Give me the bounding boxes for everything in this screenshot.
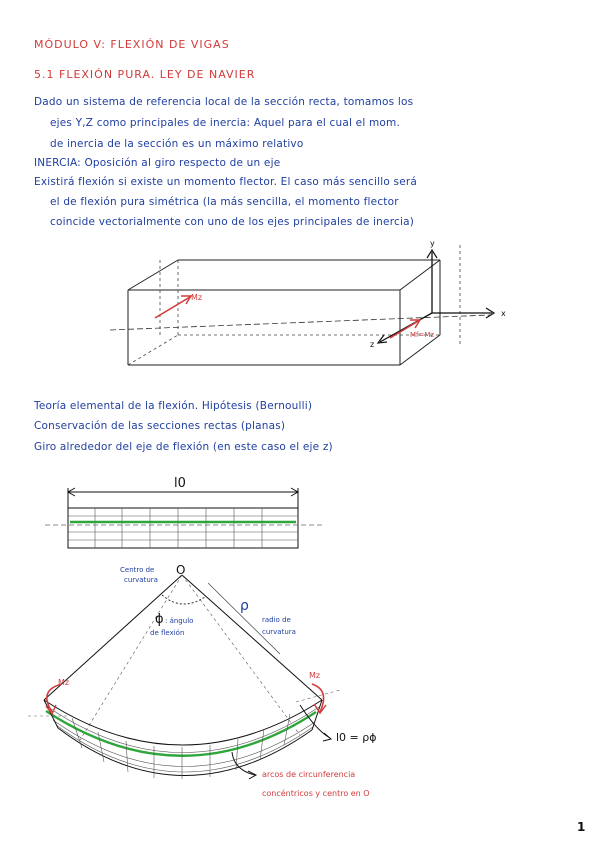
arcs-label-2: concéntricos y centro en O bbox=[262, 789, 370, 798]
angulo-flexion-label-2: de flexión bbox=[150, 629, 185, 637]
mz-curved-right: Mz bbox=[309, 671, 321, 680]
paragraph1-line3: de inercia de la sección es un máximo re… bbox=[50, 138, 304, 150]
paragraph1-line1: Dado un sistema de referencia local de l… bbox=[34, 96, 414, 108]
rho-symbol: ρ bbox=[240, 598, 249, 614]
arcs-label-1: arcos de circunferencia bbox=[262, 770, 356, 779]
phi-symbol: ϕ bbox=[155, 612, 164, 627]
mz-label-left: Mz bbox=[191, 293, 203, 302]
axis-x-label: x bbox=[501, 309, 506, 318]
section-title: 5.1 FLEXIÓN PURA. LEY DE NAVIER bbox=[34, 68, 256, 81]
paragraph3-line3: Giro alrededor del eje de flexión (en es… bbox=[34, 441, 333, 453]
paragraph2-line2: el de flexión pura simétrica (la más sen… bbox=[50, 196, 399, 208]
center-point-O: O bbox=[176, 563, 186, 577]
length-label-l0: l0 bbox=[174, 476, 186, 491]
paragraph3-line1: Teoría elemental de la flexión. Hipótesi… bbox=[34, 400, 313, 412]
paragraph3-line2: Conservación de las secciones rectas (pl… bbox=[34, 420, 286, 432]
arc-length-label: l0 = ρϕ bbox=[336, 731, 377, 744]
angulo-flexion-label-1: : ángulo bbox=[165, 617, 194, 625]
axis-z-label: z bbox=[370, 340, 375, 349]
paragraph2-line1: Existirá flexión si existe un momento fl… bbox=[34, 176, 418, 188]
centro-curvatura-label-1: Centro de bbox=[120, 566, 155, 574]
radio-curvatura-label-2: curvatura bbox=[262, 628, 296, 636]
mf-mz-label-right: Mf=Mz bbox=[410, 331, 435, 339]
paragraph1-line2: ejes Y,Z como principales de inercia: Aq… bbox=[50, 117, 401, 129]
centro-curvatura-label-2: curvatura bbox=[124, 576, 158, 584]
module-title: MÓDULO V: FLEXIÓN DE VIGAS bbox=[34, 38, 230, 51]
axis-y-label: y bbox=[430, 239, 435, 248]
page-number: 1 bbox=[577, 820, 586, 834]
paragraph2-line3: coincide vectorialmente con uno de los e… bbox=[50, 216, 415, 228]
mz-curved-left: Mz bbox=[58, 678, 70, 687]
radio-curvatura-label-1: radio de bbox=[262, 616, 291, 624]
inercia-definition: INERCIA: Oposición al giro respecto de u… bbox=[34, 157, 281, 169]
